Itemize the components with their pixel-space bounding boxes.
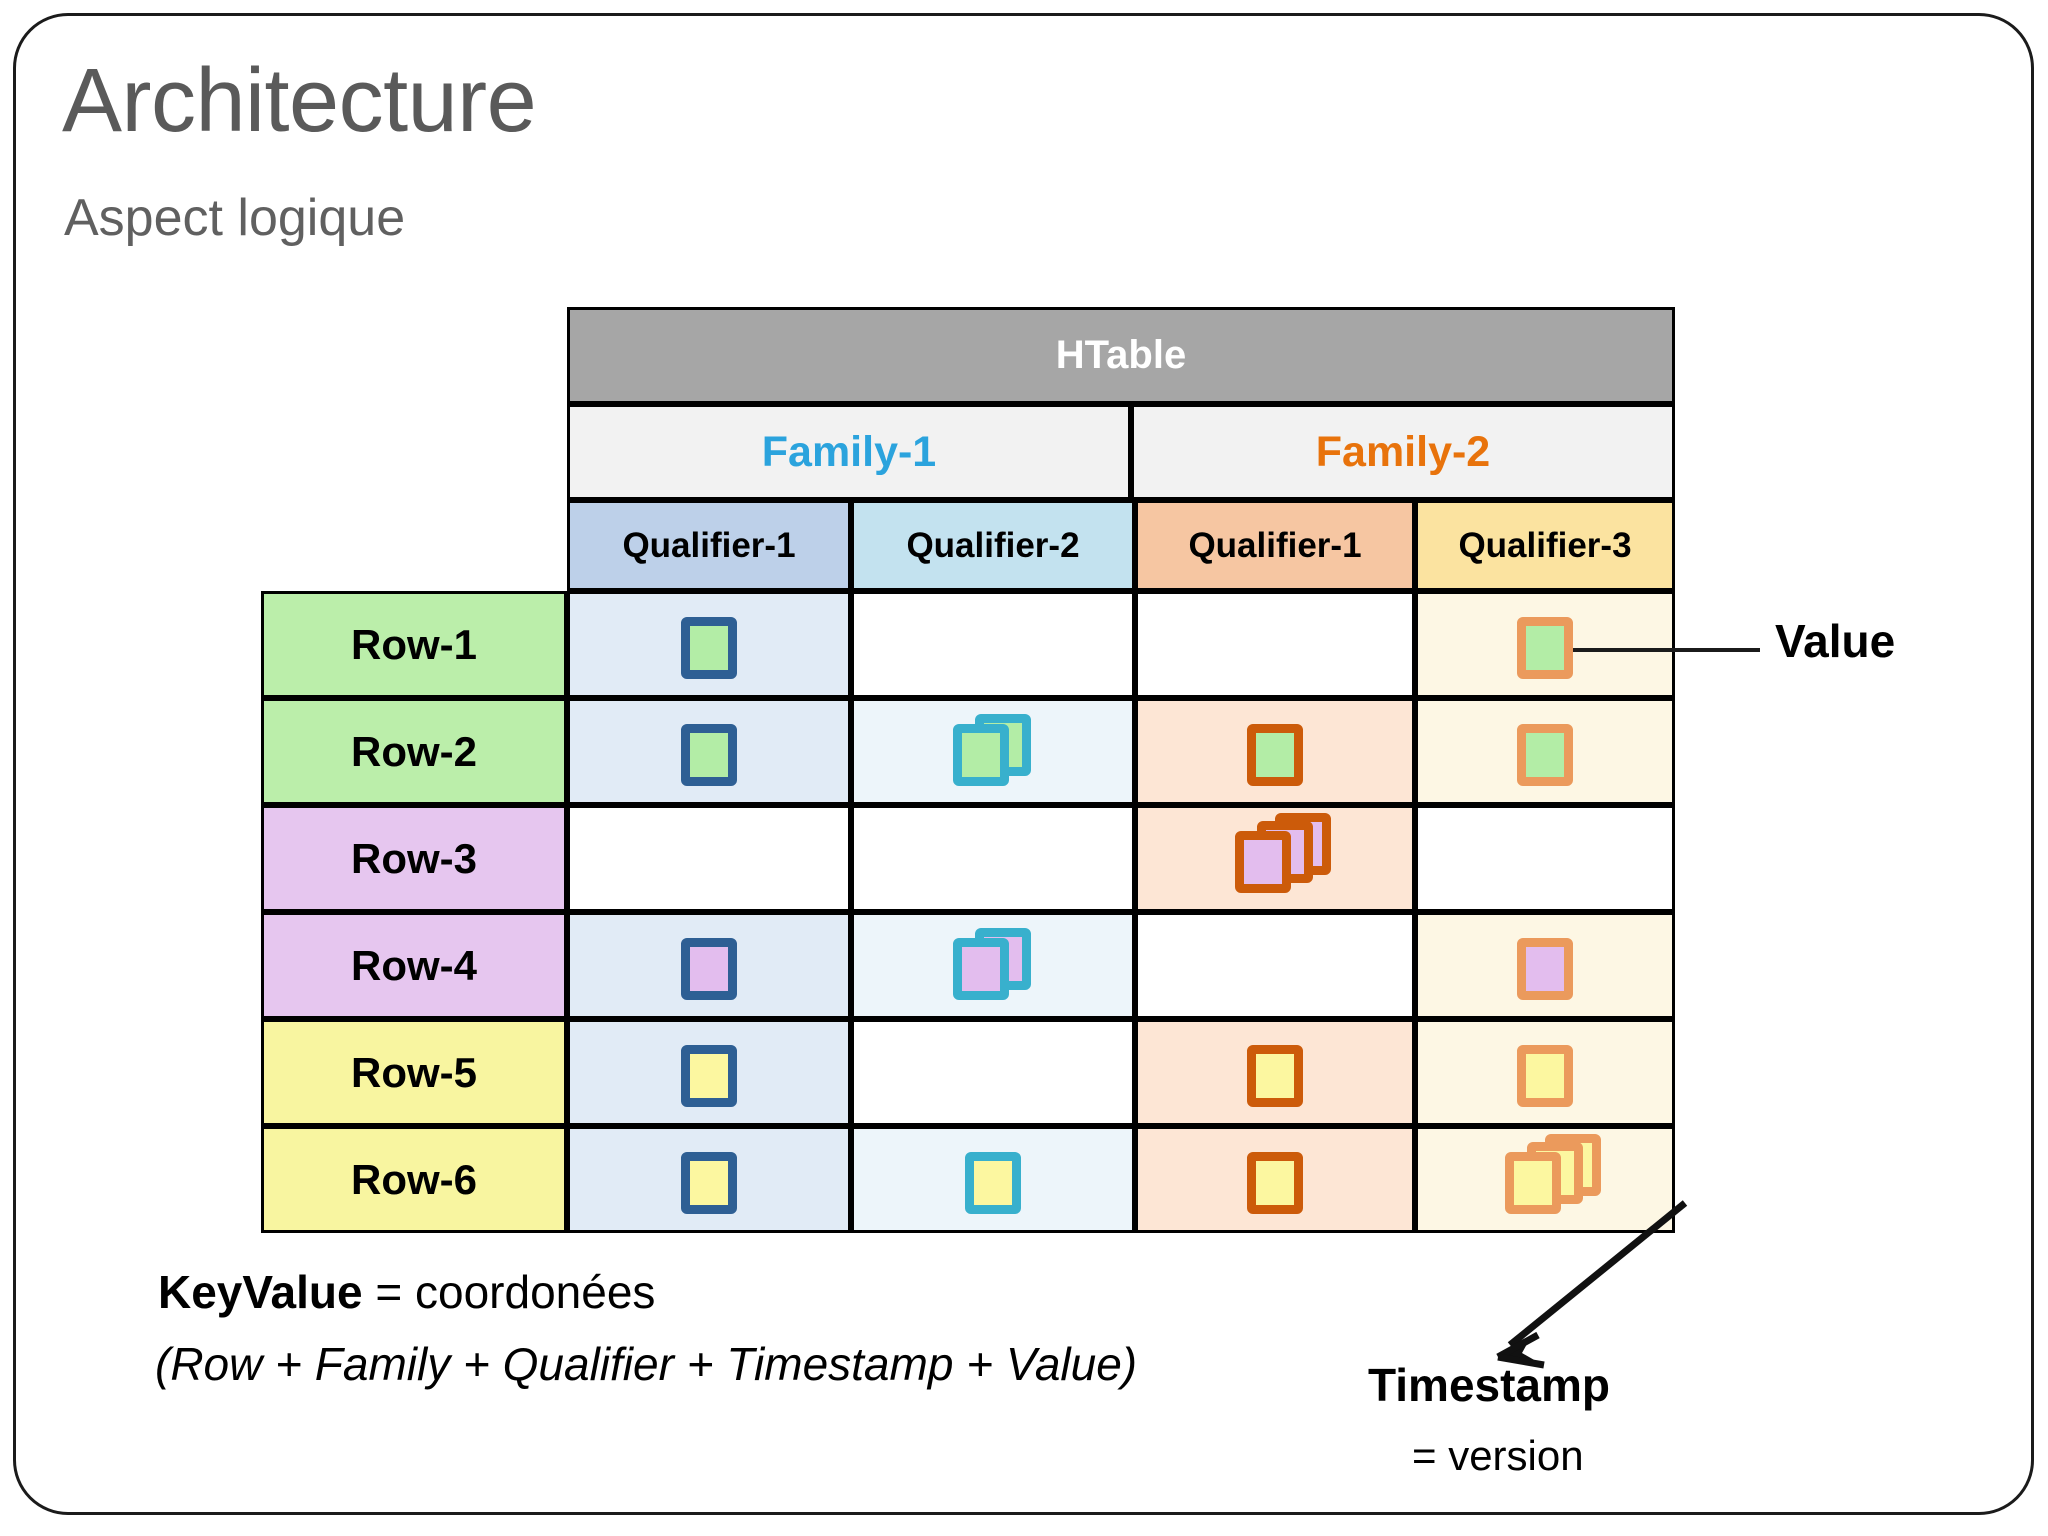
value-stack-icon bbox=[649, 924, 769, 1008]
value-square-icon bbox=[1505, 1151, 1561, 1214]
value-leader-line bbox=[1545, 648, 1760, 652]
row-label-5: Row-5 bbox=[261, 1019, 567, 1126]
caption-keyvalue: KeyValue = coordonées bbox=[158, 1265, 655, 1319]
table-cell-r2-c2 bbox=[851, 698, 1135, 805]
table-cell-r4-c1 bbox=[567, 912, 851, 1019]
value-square-icon bbox=[1247, 1044, 1303, 1107]
caption-keyvalue-rest: = coordonées bbox=[362, 1266, 656, 1318]
qualifier-header-3: Qualifier-3 bbox=[1415, 500, 1675, 591]
value-stack-icon bbox=[1485, 710, 1605, 794]
caption-components: (Row + Family + Qualifier + Timestamp + … bbox=[155, 1338, 1138, 1390]
row-label-6: Row-6 bbox=[261, 1126, 567, 1233]
table-cell-r2-c4 bbox=[1415, 698, 1675, 805]
table-cell-r6-c1 bbox=[567, 1126, 851, 1233]
value-stack-icon bbox=[1485, 1133, 1605, 1222]
row-label-2: Row-2 bbox=[261, 698, 567, 805]
value-square-icon bbox=[681, 1151, 737, 1214]
value-stack-icon bbox=[1215, 1031, 1335, 1115]
table-cell-r3-c4 bbox=[1415, 805, 1675, 912]
value-square-icon bbox=[953, 937, 1009, 1000]
table-cell-r4-c2 bbox=[851, 912, 1135, 1019]
row-label-3: Row-3 bbox=[261, 805, 567, 912]
value-square-icon bbox=[681, 937, 737, 1000]
table-cell-r6-c3 bbox=[1135, 1126, 1415, 1233]
table-cell-r2-c1 bbox=[567, 698, 851, 805]
value-stack-icon bbox=[1215, 710, 1335, 794]
value-stack-icon bbox=[1485, 1031, 1605, 1115]
table-cell-r5-c3 bbox=[1135, 1019, 1415, 1126]
value-stack-icon bbox=[1215, 1138, 1335, 1222]
table-cell-r1-c1 bbox=[567, 591, 851, 698]
table-cell-r4-c3 bbox=[1135, 912, 1415, 1019]
value-square-icon bbox=[681, 1044, 737, 1107]
table-cell-r6-c4 bbox=[1415, 1126, 1675, 1233]
value-annotation-label: Value bbox=[1775, 615, 1896, 667]
timestamp-annotation-label: Timestamp bbox=[1368, 1359, 1611, 1411]
value-stack-icon bbox=[1485, 924, 1605, 1008]
table-cell-r5-c2 bbox=[851, 1019, 1135, 1126]
value-square-icon bbox=[1247, 1151, 1303, 1214]
page-title: Architecture bbox=[62, 51, 537, 151]
row-label-4: Row-4 bbox=[261, 912, 567, 1019]
value-stack-icon bbox=[649, 1031, 769, 1115]
timestamp-annotation-sublabel: = version bbox=[1412, 1432, 1584, 1479]
value-stack-icon bbox=[933, 924, 1053, 1008]
qualifier-header-0: Qualifier-1 bbox=[567, 500, 851, 591]
value-stack-icon bbox=[649, 710, 769, 794]
value-stack-icon bbox=[1485, 603, 1605, 687]
value-stack-icon bbox=[933, 1138, 1053, 1222]
table-cell-r1-c4 bbox=[1415, 591, 1675, 698]
value-square-icon bbox=[1517, 723, 1573, 786]
family-header-1: Family-1 bbox=[567, 404, 1131, 500]
table-cell-r2-c3 bbox=[1135, 698, 1415, 805]
value-stack-icon bbox=[649, 1138, 769, 1222]
htable-diagram: HTable Family-1 Family-2 Qualifier-1 Qua… bbox=[261, 307, 1675, 1234]
table-cell-r6-c2 bbox=[851, 1126, 1135, 1233]
table-cell-r3-c3 bbox=[1135, 805, 1415, 912]
value-stack-icon bbox=[933, 710, 1053, 794]
caption-keyvalue-bold: KeyValue bbox=[158, 1266, 363, 1318]
value-square-icon bbox=[1235, 830, 1291, 893]
table-cell-r4-c4 bbox=[1415, 912, 1675, 1019]
table-cell-r1-c2 bbox=[851, 591, 1135, 698]
value-square-icon bbox=[681, 723, 737, 786]
value-square-icon bbox=[1517, 1044, 1573, 1107]
table-cell-r1-c3 bbox=[1135, 591, 1415, 698]
value-stack-icon bbox=[1215, 812, 1335, 901]
family-header-2: Family-2 bbox=[1131, 404, 1675, 500]
value-square-icon bbox=[681, 616, 737, 679]
value-square-icon bbox=[953, 723, 1009, 786]
value-square-icon bbox=[965, 1151, 1021, 1214]
value-square-icon bbox=[1517, 937, 1573, 1000]
table-cell-r5-c1 bbox=[567, 1019, 851, 1126]
table-cell-r5-c4 bbox=[1415, 1019, 1675, 1126]
qualifier-header-1: Qualifier-2 bbox=[851, 500, 1135, 591]
table-cell-r3-c1 bbox=[567, 805, 851, 912]
htable-title-cell: HTable bbox=[567, 307, 1675, 404]
page-subtitle: Aspect logique bbox=[64, 189, 406, 247]
qualifier-header-2: Qualifier-1 bbox=[1135, 500, 1415, 591]
row-label-1: Row-1 bbox=[261, 591, 567, 698]
value-stack-icon bbox=[649, 603, 769, 687]
value-square-icon bbox=[1517, 616, 1573, 679]
value-square-icon bbox=[1247, 723, 1303, 786]
table-cell-r3-c2 bbox=[851, 805, 1135, 912]
